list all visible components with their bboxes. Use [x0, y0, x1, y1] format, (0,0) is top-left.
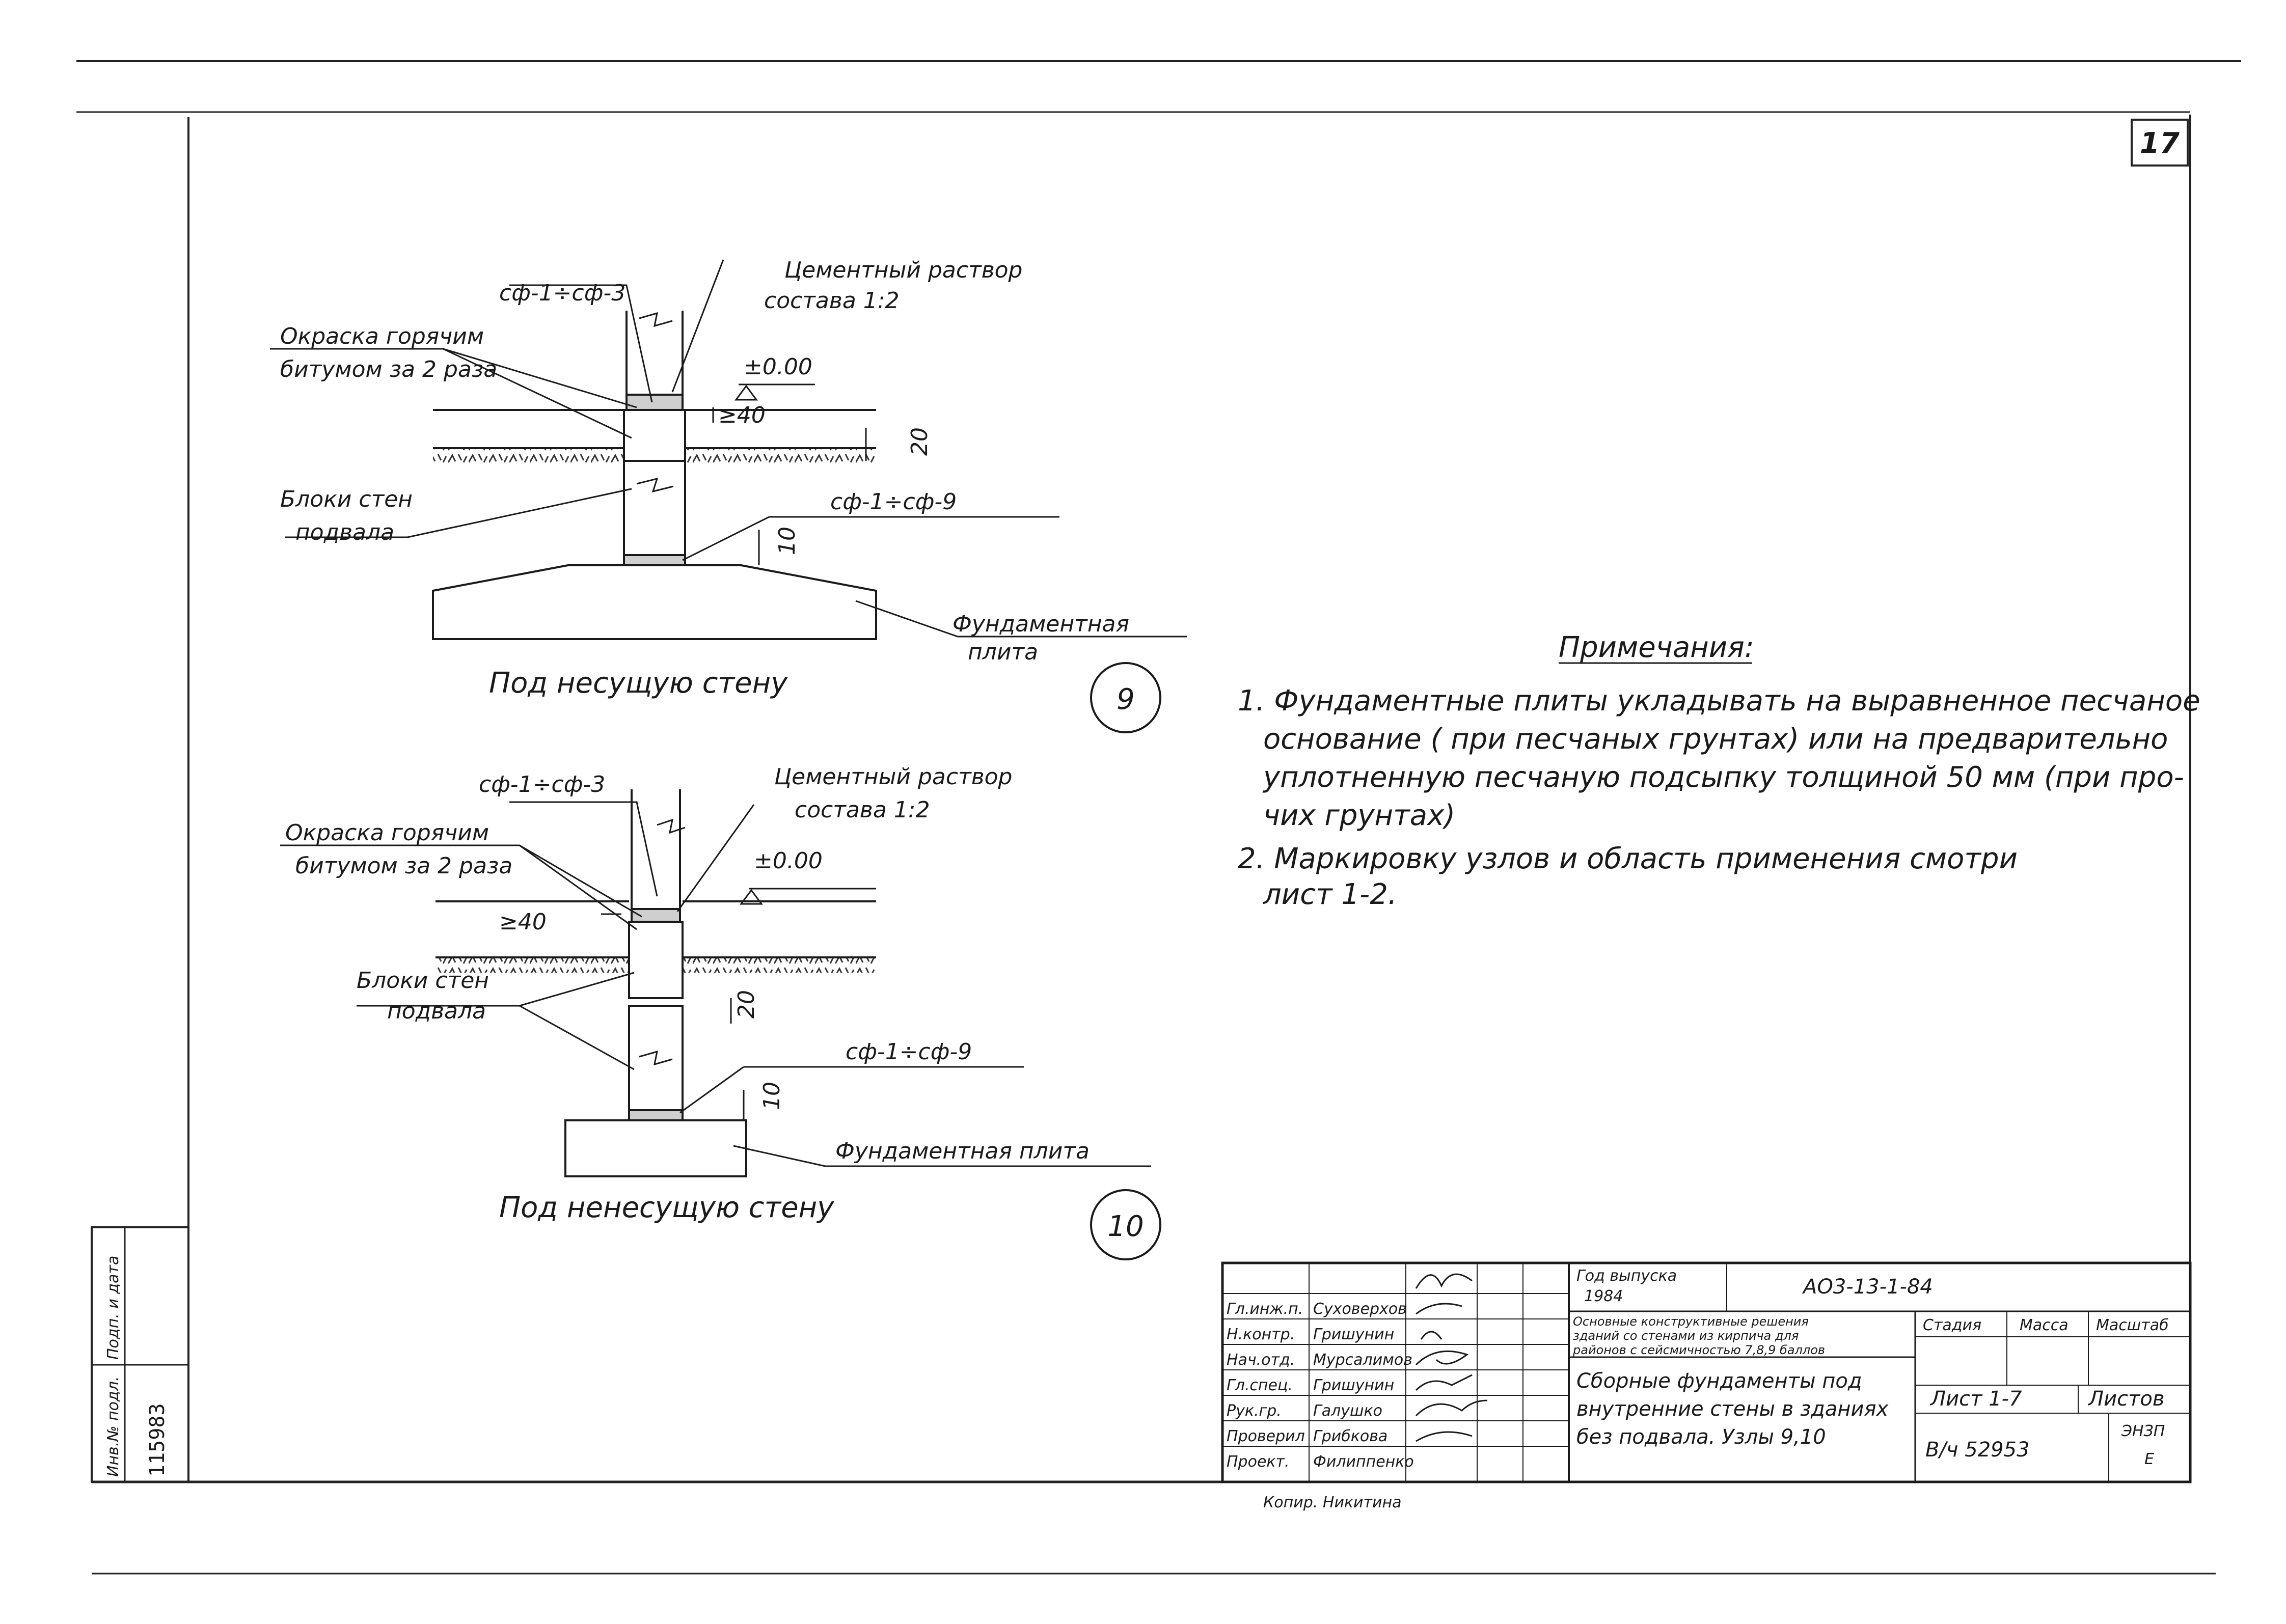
stamp-inv-code: В/ч 52953 — [1925, 1438, 2030, 1462]
node-9-paint-2: битумом за 2 раза — [280, 356, 497, 382]
node-9-dim-20: 20 — [907, 427, 933, 456]
stamp-col-stage: Стадия — [1923, 1316, 1981, 1334]
node-9-level: ±0.00 — [744, 354, 812, 380]
stamp-role-7: Проект. — [1227, 1453, 1290, 1471]
node-9-blocks-2: подвала — [295, 519, 394, 545]
node-10-dim-10: 10 — [759, 1082, 785, 1110]
stamp-sheet-label: Лист 1-7 — [1929, 1387, 2022, 1411]
node-9-slab-2: плита — [968, 639, 1038, 665]
stamp-copied: Копир. Никитина — [1263, 1494, 1402, 1511]
node-9-number: 9 — [1117, 683, 1135, 716]
node-10-sf-bottom: сф-1÷сф-9 — [846, 1039, 972, 1065]
node-10-dim-20: 20 — [733, 990, 759, 1019]
stamp-series-1: Основные конструктивные решения — [1573, 1314, 1809, 1329]
node-9-slab-1: Фундаментная — [953, 611, 1129, 637]
node-10-mortar-2: состава 1:2 — [795, 797, 930, 823]
stamp-year-label: Год выпуска — [1576, 1267, 1677, 1285]
sheet-border — [76, 60, 2241, 1575]
stamp-name-4: Гришунин — [1313, 1377, 1394, 1394]
stamp-role-6: Проверил — [1227, 1427, 1305, 1445]
node-10-mortar-1: Цементный раствор — [774, 764, 1012, 790]
notes-line-2: основание ( при песчаных грунтах) или на… — [1263, 723, 2168, 756]
title-block-text: Гл.инж.п. Н.контр. Нач.отд. Гл.спец. Рук… — [1227, 1267, 2169, 1471]
node-9-sf-top: сф-1÷сф-3 — [499, 280, 625, 306]
notes-block: Примечания: 1. Фундаментные плиты уклады… — [1238, 631, 2200, 911]
notes-line-3: уплотненную песчаную подсыпку толщиной 5… — [1262, 761, 2184, 794]
node-10-slab: Фундаментная плита — [835, 1138, 1090, 1164]
side-inv-number: 115983 — [146, 1403, 169, 1477]
stamp-series-3: районов с сейсмичностью 7,8,9 баллов — [1572, 1343, 1825, 1357]
node-9-drawing — [270, 259, 1187, 640]
stamp-title-1: Сборные фундаменты под — [1576, 1369, 1862, 1393]
stamp-col-scale: Масштаб — [2096, 1316, 2169, 1334]
stamp-title-2: внутренние стены в зданиях — [1576, 1397, 1889, 1421]
stamp-role-2: Н.контр. — [1227, 1326, 1295, 1343]
node-9-mortar-2: состава 1:2 — [764, 288, 900, 314]
node-9-sf-bottom: сф-1÷сф-9 — [830, 489, 957, 515]
node-10-paint-1: Окраска горячим — [285, 820, 489, 846]
stamp-name-2: Гришунин — [1313, 1326, 1394, 1343]
node-9-paint-1: Окраска горячим — [280, 323, 484, 349]
node-9-dim-40: ≥40 — [718, 402, 766, 428]
node-10-number-circle — [1090, 1189, 1161, 1260]
stamp-name-3: Мурсалимов — [1313, 1351, 1412, 1369]
notes-heading: Примечания: — [1559, 631, 1754, 664]
stamp-name-1: Суховерхов — [1313, 1300, 1407, 1318]
stamp-role-3: Нач.отд. — [1227, 1351, 1295, 1369]
notes-line-4: чих грунтах) — [1263, 799, 1455, 832]
stamp-sheets-label: Листов — [2087, 1387, 2164, 1411]
side-inv-label: Инв.№ подл. — [104, 1377, 122, 1477]
stamp-role-4: Гл.спец. — [1227, 1377, 1293, 1394]
stamp-name-5: Галушко — [1313, 1402, 1382, 1420]
side-sig-label: Подп. и дата — [104, 1256, 122, 1360]
node-9-title: Под несущую стену — [489, 667, 788, 700]
stamp-year: 1984 — [1584, 1287, 1623, 1305]
notes-line-6: лист 1-2. — [1263, 878, 1397, 911]
stamp-title-3: без подвала. Узлы 9,10 — [1576, 1425, 1826, 1449]
stamp-org: ЭНЗП — [2121, 1422, 2165, 1440]
stamp-code: АО3-13-1-84 — [1802, 1275, 1933, 1299]
node-9-number-circle — [1090, 662, 1161, 733]
stamp-name-6: Грибкова — [1313, 1427, 1387, 1445]
node-10-title: Под ненесущую стену — [499, 1191, 834, 1224]
side-stamp: Инв.№ подл. Подп. и дата 115983 — [91, 1226, 189, 1483]
node-10-paint-2: битумом за 2 раза — [295, 853, 512, 879]
node-10-level: ±0.00 — [754, 848, 823, 874]
stamp-col-mass: Масса — [2020, 1316, 2069, 1334]
node-10-blocks-1: Блоки стен — [357, 968, 489, 994]
node-9-blocks-1: Блоки стен — [280, 486, 413, 512]
stamp-name-7: Филиппенко — [1313, 1453, 1414, 1471]
title-block — [1221, 1261, 2192, 1483]
stamp-role-1: Гл.инж.п. — [1227, 1300, 1303, 1318]
stamp-series-2: зданий со стенами из кирпича для — [1573, 1329, 1799, 1343]
node-9-dim-10: 10 — [774, 527, 800, 555]
notes-line-5: 2. Маркировку узлов и область применения… — [1238, 842, 2018, 875]
node-9-mortar-1: Цементный раствор — [784, 257, 1022, 283]
stamp-role-5: Рук.гр. — [1227, 1402, 1282, 1420]
node-10-blocks-2: подвала — [387, 998, 486, 1024]
node-10-sf-top: сф-1÷сф-3 — [479, 772, 605, 797]
stamp-org-letter: Е — [2144, 1450, 2154, 1468]
node-10-number: 10 — [1107, 1210, 1144, 1243]
node-10-dim-40: ≥40 — [499, 909, 547, 935]
page-number: 17 — [2140, 127, 2180, 160]
node-10-drawing — [280, 789, 1151, 1177]
notes-line-1: 1. Фундаментные плиты укладывать на выра… — [1238, 684, 2200, 718]
